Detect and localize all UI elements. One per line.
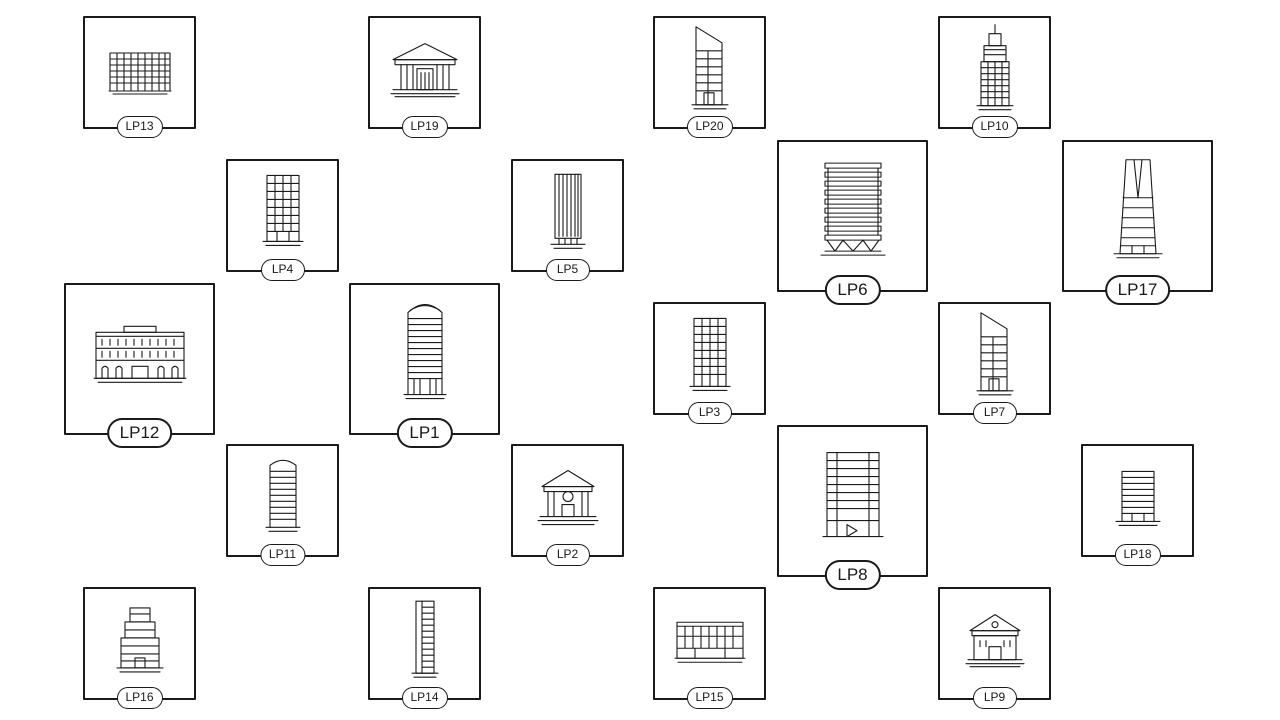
card-label: LP8 (824, 560, 881, 590)
landmark-card[interactable]: LP11 (226, 444, 339, 566)
landmark-card[interactable]: LP17 (1062, 140, 1213, 305)
landmark-card[interactable]: LP2 (511, 444, 624, 566)
rounded-tower-icon (402, 303, 447, 400)
card-label: LP5 (545, 259, 590, 281)
landmark-card[interactable]: LP7 (938, 302, 1051, 424)
landmark-card[interactable]: LP3 (653, 302, 766, 424)
slanted-tower-icon (690, 25, 729, 109)
mid-rise-building-icon (261, 174, 304, 246)
card-label: LP15 (686, 687, 733, 709)
landmark-card[interactable]: LP16 (83, 587, 196, 709)
landmark-card[interactable]: LP9 (938, 587, 1051, 709)
landmark-card[interactable]: LP19 (368, 16, 481, 138)
landmark-card[interactable]: LP10 (938, 16, 1051, 138)
card-label: LP20 (686, 116, 733, 138)
landmark-card[interactable]: LP13 (83, 16, 196, 138)
card-label: LP9 (972, 687, 1017, 709)
spire-tower-icon (975, 23, 1014, 110)
card-label: LP19 (401, 116, 448, 138)
card-label: LP10 (971, 116, 1018, 138)
landmark-card[interactable]: LP18 (1081, 444, 1194, 566)
columned-tower-icon (688, 317, 731, 391)
cylinder-tower-icon (264, 459, 301, 532)
landmark-card[interactable]: LP12 (64, 283, 215, 448)
landmark-card[interactable]: LP20 (653, 16, 766, 138)
tapered-tower-icon (1112, 159, 1163, 259)
card-label: LP1 (396, 418, 453, 448)
stepped-building-icon (1114, 470, 1161, 526)
frame-building-icon (821, 452, 884, 538)
slab-tower-icon (819, 162, 886, 256)
card-label: LP16 (116, 687, 163, 709)
landmark-card[interactable]: LP6 (777, 140, 928, 305)
landmark-card[interactable]: LP15 (653, 587, 766, 709)
card-label: LP4 (260, 259, 305, 281)
landmark-card[interactable]: LP4 (226, 159, 339, 281)
setback-building-icon (115, 606, 164, 672)
landmark-card[interactable]: LP8 (777, 425, 928, 590)
card-label: LP13 (116, 116, 163, 138)
block-building-icon (107, 51, 172, 95)
landmark-card[interactable]: LP14 (368, 587, 481, 709)
card-label: LP18 (1114, 544, 1161, 566)
card-label: LP6 (824, 275, 881, 305)
palace-building-icon (92, 325, 187, 383)
temple-building-icon (389, 42, 460, 97)
wide-building-icon (673, 621, 746, 663)
landmark-card[interactable]: LP5 (511, 159, 624, 281)
card-label: LP17 (1104, 275, 1171, 305)
card-label: LP7 (972, 402, 1017, 424)
card-label: LP11 (259, 544, 306, 566)
small-temple-icon (964, 613, 1025, 667)
slanted-tower-icon (975, 311, 1014, 395)
landmark-card[interactable]: LP1 (349, 283, 500, 448)
card-label: LP2 (545, 544, 590, 566)
finned-tower-icon (549, 173, 586, 249)
card-label: LP12 (106, 418, 173, 448)
card-label: LP14 (401, 687, 448, 709)
domed-temple-icon (536, 469, 599, 525)
narrow-tower-icon (410, 600, 439, 678)
card-label: LP3 (687, 402, 732, 424)
